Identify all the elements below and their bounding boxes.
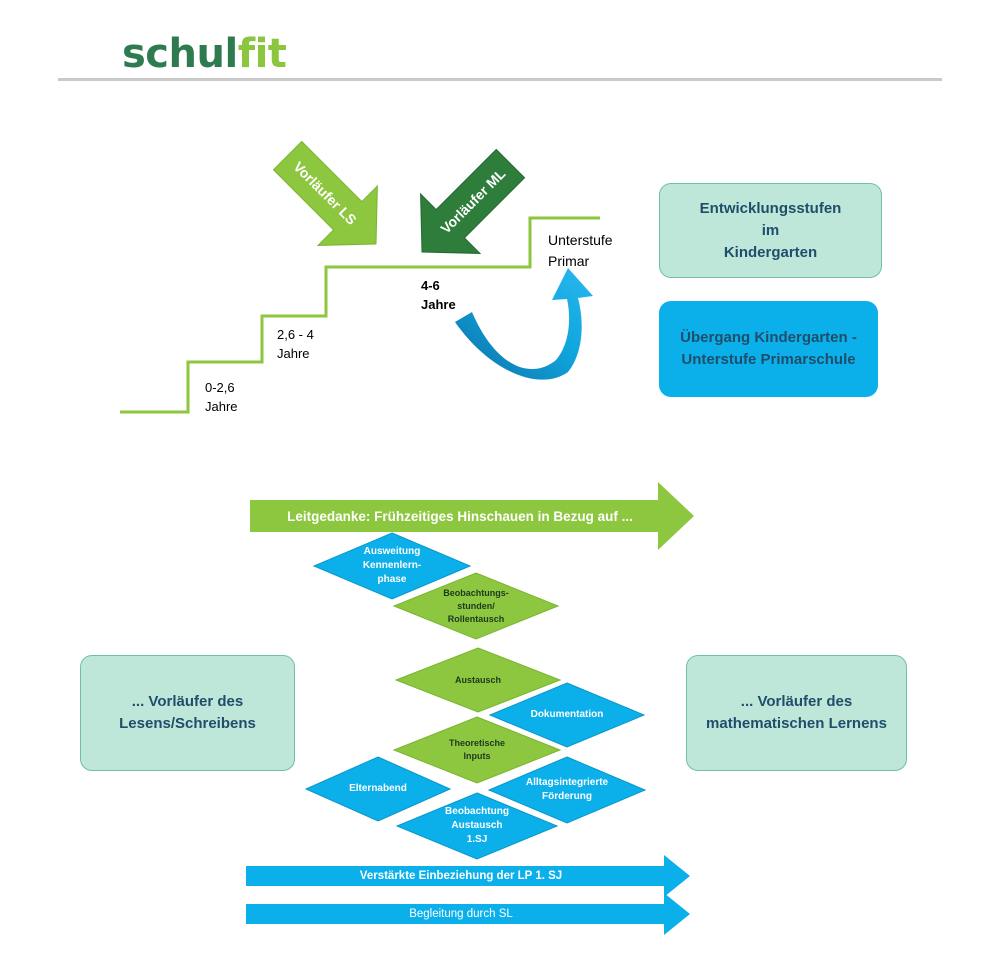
diamond-label-5: Theoretische Inputs [448,738,505,761]
leitgedanke-label: Leitgedanke: Frühzeitiges Hinschauen in … [287,508,633,524]
diamond-shape-2 [392,572,560,640]
diamond-shape-4 [488,682,646,748]
header-divider [58,78,942,81]
label-step-0-2-6: 0-2,6 Jahre [205,380,238,414]
diamond-shape-5 [392,716,562,784]
diamond-shape-6 [304,756,452,822]
diamond-shape-8 [395,792,559,860]
arrow-einbeziehung-label: Verstärkte Einbeziehung der LP 1. SJ [359,870,563,882]
diamond-label-6: Elternabend [349,783,407,794]
arrow-begleitung [246,893,690,935]
diamond-shape-3 [394,647,562,713]
diamond-group [304,532,647,860]
label-step-2-6-4: 2,6 - 4 Jahre [277,327,314,361]
staircase-line [120,216,600,414]
diamond-label-1: Ausweitung Kennenlern- phase [362,546,422,585]
diamond-shape-7 [487,756,647,824]
arrow-vorlaeufer-ml: Vorläufer ML [420,148,526,254]
arrow-vorlaeufer-ls: Vorläufer LS [272,140,378,246]
leitgedanke-arrow [250,482,694,550]
box-uebergang: Übergang Kindergarten - Unterstufe Prima… [659,301,878,397]
label-unterstufe-primar: Unterstufe Primar [548,232,613,269]
box-vorlaeufer-mathe: ... Vorläufer des mathematischen Lernens [686,655,907,771]
curved-arrow [455,268,593,380]
label-step-4-6: 4-6 Jahre [421,278,456,312]
diamond-label-4: Dokumentation [530,709,604,720]
diamond-label-7: Alltagsintegrierte Förderung [525,777,609,802]
diamond-label-3: Austausch [454,674,501,685]
logo: schulfit [122,31,287,77]
diamond-label-2: Beobachtungs- stunden/ Rollentausch [443,587,509,624]
arrow-begleitung-label: Begleitung durch SL [409,908,513,920]
arrow-einbeziehung [246,855,690,897]
diamond-label-8: Beobachtung Austausch 1.SJ [445,806,509,845]
box-vorlaeufer-lesen: ... Vorläufer des Lesens/Schreibens [80,655,295,771]
diamond-shape-1 [312,532,472,600]
box-entwicklungsstufen: Entwicklungsstufen im Kindergarten [659,183,882,278]
